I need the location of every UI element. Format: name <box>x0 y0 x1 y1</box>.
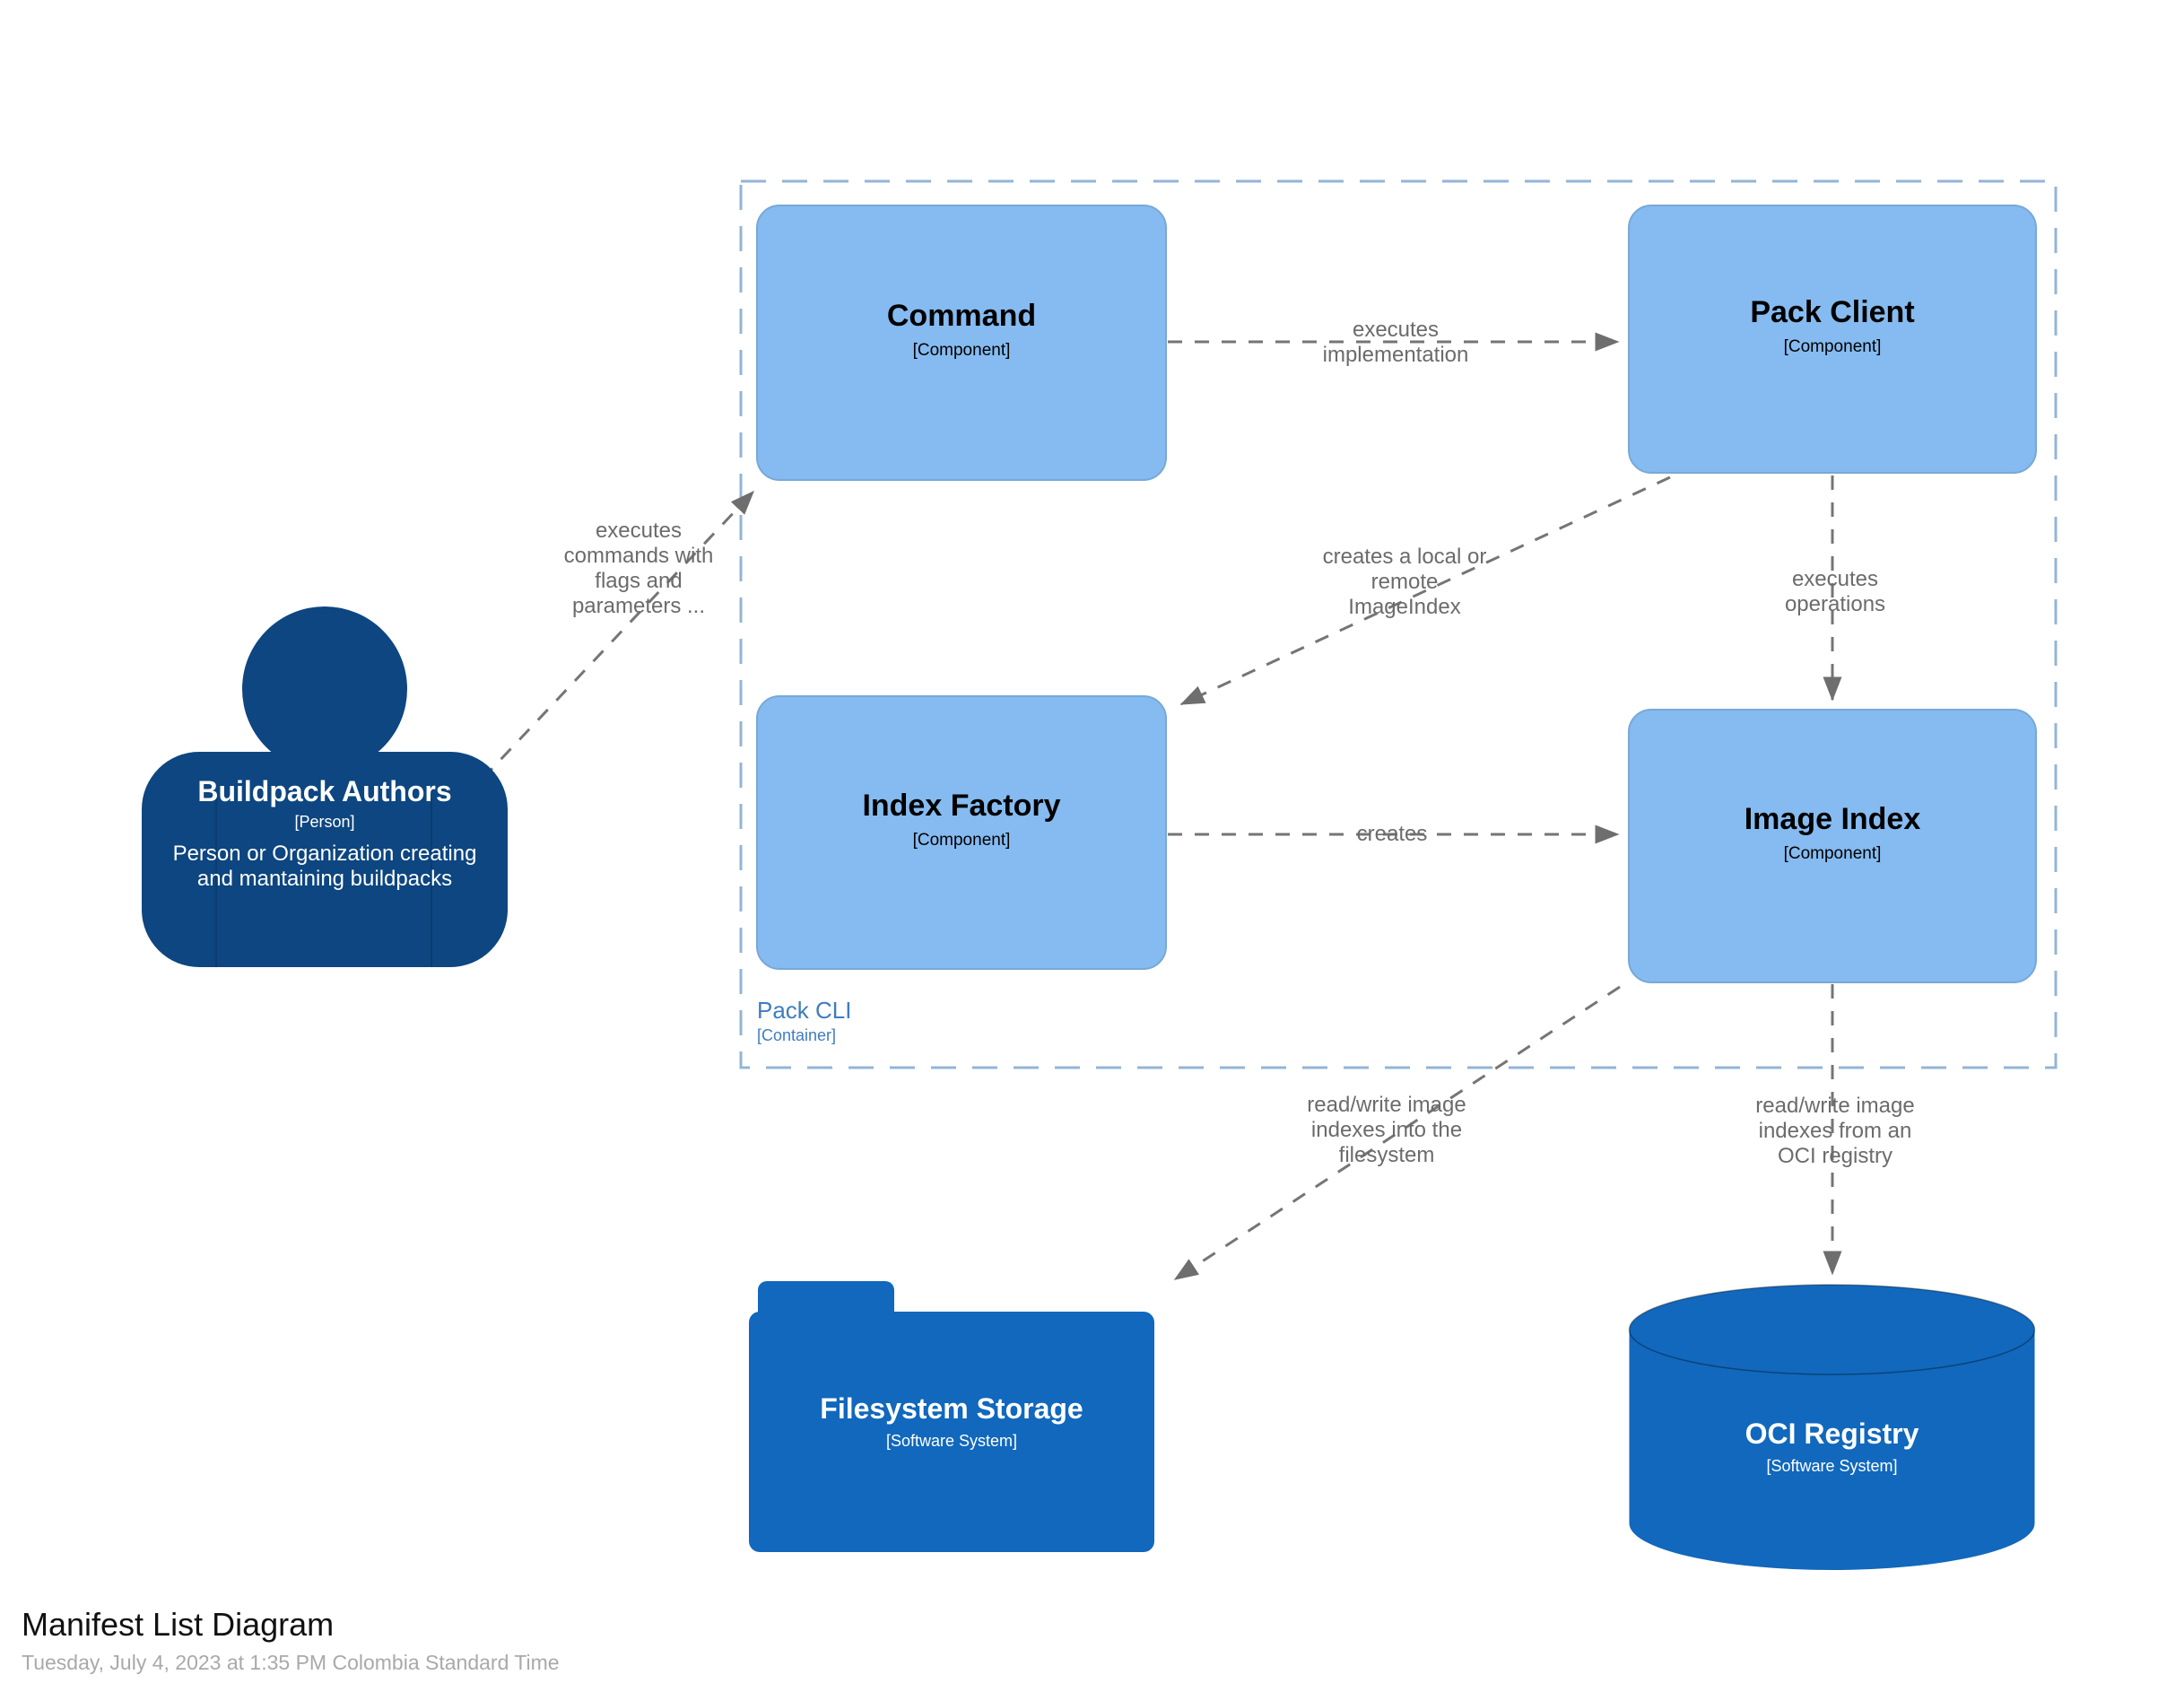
node-image-index: Image Index [Component] <box>1628 709 2037 983</box>
person-head-shape <box>242 606 407 772</box>
node-buildpack-authors-type: [Person] <box>294 813 355 831</box>
node-filesystem-storage-type: [Software System] <box>885 1431 1018 1450</box>
node-index-factory: Index Factory [Component] <box>756 695 1167 970</box>
node-oci-registry: OCI Registry [Software System] <box>1628 1283 2036 1572</box>
node-image-index-text: Image Index [Component] <box>1744 801 1921 864</box>
edge-label-command-to-pack-client: executes implementation <box>1322 318 1469 367</box>
node-index-factory-title: Index Factory <box>862 788 1061 823</box>
node-index-factory-text: Index Factory [Component] <box>862 789 1060 850</box>
diagram-title-block: Manifest List Diagram Tuesday, July 4, 2… <box>22 1606 560 1675</box>
node-command-text: Command [Component] <box>886 298 1037 361</box>
node-pack-client-type: [Component] <box>1783 337 1882 357</box>
node-buildpack-authors: Buildpack Authors [Person] Person or Org… <box>142 752 508 967</box>
edge-label-person-to-command: executes commands with flags and paramet… <box>563 519 714 618</box>
node-filesystem-storage-text: Filesystem Storage [Software System] <box>820 1392 1083 1451</box>
node-index-factory-type: [Component] <box>912 831 1011 850</box>
node-filesystem-storage-title: Filesystem Storage <box>820 1391 1083 1425</box>
node-filesystem-storage: Filesystem Storage [Software System] <box>749 1312 1154 1552</box>
node-buildpack-authors-text: Buildpack Authors [Person] Person or Org… <box>142 752 508 892</box>
edge-label-image-index-to-filesystem: read/write image indexes into the filesy… <box>1307 1093 1466 1167</box>
node-pack-client: Pack Client [Component] <box>1628 205 2037 474</box>
edge-label-pack-client-to-index-factory: creates a local or remote ImageIndex <box>1322 545 1487 619</box>
person-arm-seam-left <box>215 798 217 967</box>
node-oci-registry-title: OCI Registry <box>1745 1418 1919 1450</box>
node-buildpack-authors-description: Person or Organization creating and mant… <box>172 842 477 891</box>
node-command: Command [Component] <box>756 205 1167 481</box>
node-buildpack-authors-title: Buildpack Authors <box>197 775 452 807</box>
diagram-title: Manifest List Diagram <box>22 1606 335 1643</box>
node-command-type: [Component] <box>912 341 1011 361</box>
boundary-type: [Container] <box>757 1025 837 1044</box>
node-image-index-type: [Component] <box>1783 844 1882 864</box>
diagram-timestamp: Tuesday, July 4, 2023 at 1:35 PM Colombi… <box>22 1651 560 1674</box>
person-arm-seam-right <box>431 798 432 967</box>
boundary-name: Pack CLI <box>757 997 852 1024</box>
oci-registry-cylinder-shape <box>1628 1284 2036 1570</box>
node-image-index-title: Image Index <box>1744 801 1921 836</box>
node-oci-registry-text: OCI Registry [Software System] <box>1628 1418 2036 1476</box>
node-pack-client-title: Pack Client <box>1750 294 1915 329</box>
pack-cli-boundary-label: Pack CLI [Container] <box>757 997 852 1045</box>
edge-label-pack-client-to-image-index: executes operations <box>1784 567 1886 616</box>
node-pack-client-text: Pack Client [Component] <box>1750 294 1915 357</box>
node-command-title: Command <box>886 298 1037 333</box>
node-oci-registry-type: [Software System] <box>1766 1457 1898 1475</box>
edge-label-image-index-to-oci: read/write image indexes from an OCI reg… <box>1755 1094 1915 1168</box>
edge-label-index-factory-to-image-index: creates <box>1356 822 1428 846</box>
